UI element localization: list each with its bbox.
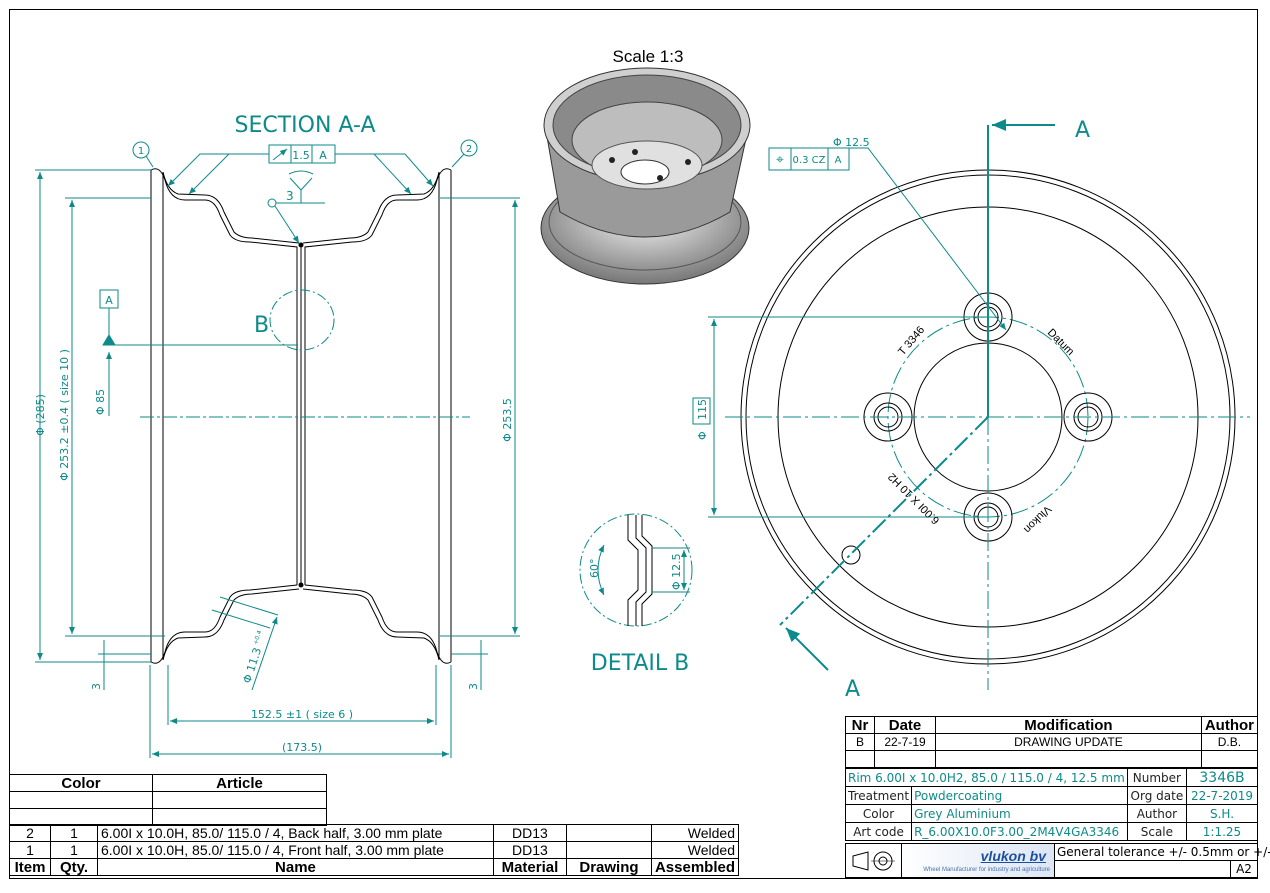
header-color: Color <box>9 774 153 792</box>
color: Grey Aluminium <box>911 804 1128 823</box>
header-modification: Modification <box>935 716 1202 734</box>
bom-table: 2 1 6.00I x 10.0H, 85.0/ 115.0 / 4, Back… <box>9 824 740 876</box>
weld-size: 3 <box>286 189 294 203</box>
qty: 1 <box>50 841 98 859</box>
dim-width-173-5: (173.5) <box>282 741 322 754</box>
drawing <box>565 824 652 842</box>
org-date-label: Org date <box>1126 786 1188 805</box>
color-label: Color <box>844 804 913 823</box>
position-tolerance-icon: ⌖ <box>776 152 784 168</box>
dim-dia-285: Φ (285) <box>34 394 47 436</box>
art-code: R_6.00X10.0F3.00_2M4V4GA3346 <box>911 822 1128 841</box>
table-row: 1 1 6.00I x 10.0H, 85.0/ 115.0 / 4, Fron… <box>9 841 740 859</box>
title-block: Rim 6.00I x 10.0H2, 85.0 / 115.0 / 4, 12… <box>844 768 1258 841</box>
scale-label: Scale 1:3 <box>613 47 684 66</box>
treatment-label: Treatment <box>844 786 913 805</box>
table-row: 2 1 6.00I x 10.0H, 85.0/ 115.0 / 4, Back… <box>9 824 740 842</box>
drawing-number: 3346B <box>1186 768 1258 787</box>
position-tolerance-value: 0.3 CZ <box>793 155 826 166</box>
dim-dia-11-3-tol: +0.4 <box>252 629 263 645</box>
front-view: A A ⌖ 0.3 CZ A Φ 12.5 115 Φ T 3346 Datum… <box>692 118 1250 702</box>
section-a-a-view: SECTION A-A B <box>140 113 470 664</box>
header-drawing: Drawing <box>565 858 652 876</box>
runout-datum: A <box>319 149 327 162</box>
header-qty: Qty. <box>50 858 98 876</box>
assembled: Welded <box>650 824 740 842</box>
treatment: Powdercoating <box>911 786 1128 805</box>
name: 6.00I x 10.0H, 85.0/ 115.0 / 4, Back hal… <box>97 824 494 842</box>
description: Rim 6.00I x 10.0H2, 85.0 / 115.0 / 4, 12… <box>845 768 1128 787</box>
assembled: Welded <box>650 841 740 859</box>
runout-tolerance: 1.5 <box>292 149 310 162</box>
company-name: vlukon bv <box>980 848 1046 864</box>
projection-symbol-icon <box>852 851 895 871</box>
dim-dia-253-5: Φ 253.5 <box>501 398 514 442</box>
header-material: Material <box>492 858 567 876</box>
header-item: Item <box>9 858 51 876</box>
detail-b-view: 60° Φ 12.5 DETAIL B <box>579 513 693 676</box>
dim-flange-3-left: 3 <box>90 683 103 690</box>
pcd-value: 115 <box>696 399 709 420</box>
table-row: B 22-7-19 DRAWING UPDATE D.B. <box>845 733 1259 751</box>
detail-diameter: Φ 12.5 <box>670 553 683 590</box>
material: DD13 <box>492 841 567 859</box>
header-article: Article <box>152 774 327 792</box>
rev-modification: DRAWING UPDATE <box>935 733 1202 751</box>
scale: 1:1.25 <box>1186 822 1258 841</box>
qty: 1 <box>50 824 98 842</box>
rev-nr: B <box>845 733 875 751</box>
company-tagline: Wheel Manufacturer for industry and agri… <box>923 867 1050 873</box>
company-logo: vlukon bv Wheel Manufacturer for industr… <box>901 844 1055 877</box>
dim-dia-85: Φ 85 <box>94 389 107 415</box>
general-tolerance: General tolerance +/- 0.5mm or +/- 1° <box>1055 845 1270 861</box>
header-date: Date <box>874 716 936 734</box>
section-dimension-texts: Φ (285) Φ 253.2 ±0.4 ( size 10 ) Φ 85 Φ … <box>34 349 514 754</box>
valve-hole <box>841 545 861 565</box>
hole-diameter: Φ 12.5 <box>833 136 870 149</box>
header-name: Name <box>97 858 494 876</box>
title-footer: vlukon bv Wheel Manufacturer for industr… <box>845 843 1270 878</box>
drawing-sheet <box>9 9 1258 879</box>
revision-table: Nr Date Modification Author B 22-7-19 DR… <box>845 716 1259 768</box>
dim-dia-253-2: Φ 253.2 ±0.4 ( size 10 ) <box>58 349 71 481</box>
art-code-label: Art code <box>844 822 913 841</box>
section-title: SECTION A-A <box>235 113 376 138</box>
balloon-1: 1 <box>138 146 144 157</box>
detail-title: DETAIL B <box>591 651 689 676</box>
bom-header-row: Item Qty. Name Material Drawing Assemble… <box>9 858 740 876</box>
scale-label: Scale <box>1126 822 1188 841</box>
drawing <box>565 841 652 859</box>
detail-angle: 60° <box>588 559 601 579</box>
pcd-prefix: Φ <box>696 431 709 440</box>
author-label: Author <box>1126 804 1188 823</box>
name: 6.00I x 10.0H, 85.0/ 115.0 / 4, Front ha… <box>97 841 494 859</box>
section-arrow-a-bottom: A <box>845 677 860 702</box>
section-arrow-a-top: A <box>1075 118 1090 143</box>
author: S.H. <box>1186 804 1258 823</box>
item: 1 <box>9 841 51 859</box>
number-label: Number <box>1126 768 1188 787</box>
position-tolerance-datum: A <box>835 155 842 166</box>
header-author: Author <box>1200 716 1259 734</box>
stamp-brand: Vlukon <box>1021 503 1053 535</box>
dim-flange-3-right: 3 <box>467 683 480 690</box>
header-assembled: Assembled <box>650 858 740 876</box>
stamp-datum: Datum <box>1045 327 1076 358</box>
stamp-size: 6.00I X 10 H2 <box>886 470 942 526</box>
item: 2 <box>9 824 51 842</box>
org-date: 22-7-2019 <box>1186 786 1258 805</box>
rev-date: 22-7-19 <box>874 733 936 751</box>
isometric-render: Scale 1:3 <box>540 47 751 285</box>
dim-width-152-5: 152.5 ±1 ( size 6 ) <box>251 708 353 721</box>
material: DD13 <box>492 824 567 842</box>
datum-a-label: A <box>105 294 113 307</box>
header-nr: Nr <box>845 716 875 734</box>
section-annotations: 1 2 1.5 A 3 A <box>35 139 520 758</box>
balloon-2: 2 <box>466 144 472 155</box>
sheet-size: A2 <box>1230 861 1257 877</box>
detail-b-marker: B <box>254 313 269 338</box>
rev-author: D.B. <box>1200 733 1259 751</box>
